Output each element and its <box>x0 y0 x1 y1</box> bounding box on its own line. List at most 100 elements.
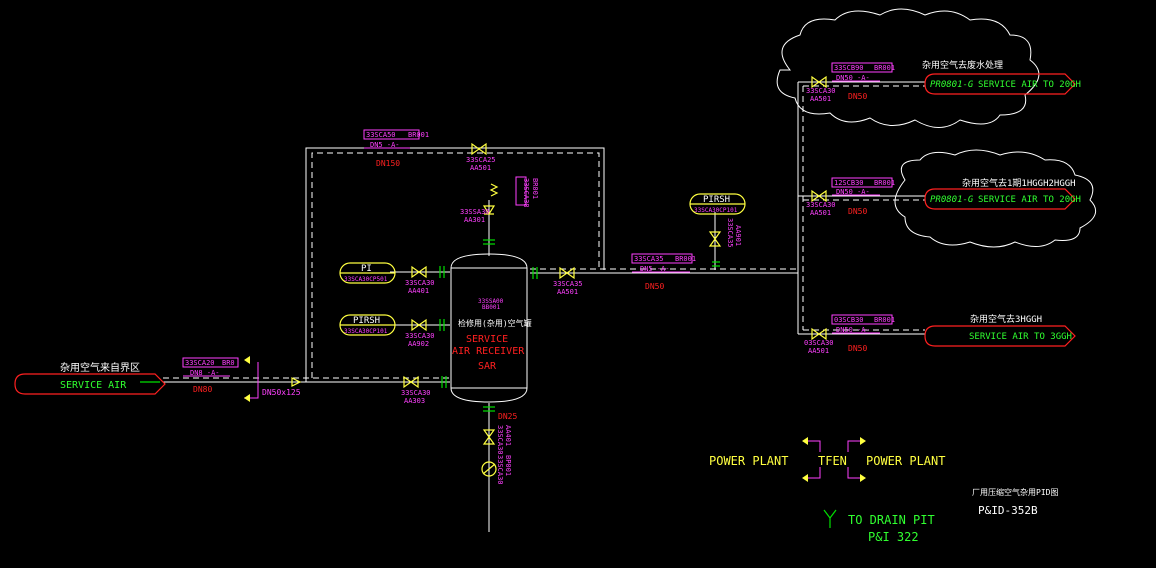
svg-text:AA902: AA902 <box>408 340 429 348</box>
svg-text:AA501: AA501 <box>810 209 831 217</box>
svg-text:33SCB90: 33SCB90 <box>834 64 864 72</box>
branch3-valve[interactable] <box>811 327 827 341</box>
drawing-cn-title: 厂用压缩空气杂用PID图 <box>972 487 1058 497</box>
pirsh2-root-valve[interactable] <box>708 231 722 247</box>
pirsh2-label: PIRSH <box>703 195 730 205</box>
branch3-connector[interactable] <box>924 325 1076 347</box>
relief-valve[interactable] <box>482 205 496 216</box>
svg-text:AA501: AA501 <box>810 95 831 103</box>
svg-text:BR001: BR001 <box>874 316 895 324</box>
branch1-valve[interactable] <box>811 75 827 89</box>
svg-text:33SCA30: 33SCA30 <box>806 87 836 95</box>
svg-text:DN5 -A-: DN5 -A- <box>640 265 670 273</box>
revision-cloud-1 <box>776 8 1040 128</box>
drain-size: DN25 <box>498 412 517 421</box>
legend-drain: TO DRAIN PIT <box>848 513 935 527</box>
svg-text:33SCA30: 33SCA30 <box>405 332 435 340</box>
outlet-line-tag: 33SCA35 <box>634 255 664 263</box>
svg-text:BR0: BR0 <box>222 359 235 367</box>
inlet-line-tag: 33SCA20 <box>185 359 215 367</box>
svg-text:33SCA35: 33SCA35 <box>726 218 734 248</box>
svg-text:DN50 -A-: DN50 -A- <box>836 188 870 196</box>
relief-valve-tag: 33SSA30 <box>460 208 490 216</box>
branch1-title: 杂用空气去废水处理 <box>922 59 1003 71</box>
bypass-valve-tag: 33SCA25 <box>466 156 496 164</box>
svg-text:12SCB30: 12SCB30 <box>834 179 864 187</box>
reducer-icon <box>291 377 302 387</box>
svg-text:AA303: AA303 <box>404 397 425 405</box>
branch3-dest: SERVICE AIR TO 3GGH <box>969 332 1072 342</box>
drain-valve[interactable] <box>482 429 496 445</box>
branch2-title: 杂用空气去1期1HGGH2HGGH <box>962 177 1076 189</box>
svg-text:SAR: SAR <box>478 361 497 372</box>
svg-text:DN50 -A-: DN50 -A- <box>836 326 870 334</box>
pi-root-valve[interactable] <box>411 265 427 279</box>
receiver-name: SERVICE <box>466 334 508 345</box>
inlet-connector[interactable] <box>14 373 166 395</box>
inlet-label: SERVICE AIR <box>60 380 127 391</box>
svg-text:DN50: DN50 <box>848 344 867 353</box>
inlet-size: DN80 <box>193 385 212 394</box>
legend-drain-ref: P&I 322 <box>868 530 919 544</box>
legend-right: POWER PLANT <box>866 454 945 468</box>
svg-text:BB001: BB001 <box>482 304 500 311</box>
receiver-tag: 33SSA00 <box>478 298 504 305</box>
drain-valve-tag: 33SCA30 <box>496 425 504 455</box>
branch1-connector[interactable] <box>924 73 1076 95</box>
svg-text:DN8 -A-: DN8 -A- <box>190 369 220 377</box>
inlet-valve[interactable] <box>403 375 419 389</box>
outlet-valve-tag: 33SCA35 <box>553 280 583 288</box>
steam-trap-icon[interactable] <box>481 461 497 477</box>
branch1-dest: SERVICE AIR TO 20GH <box>978 80 1081 90</box>
svg-text:03SCA30: 03SCA30 <box>804 339 834 347</box>
svg-text:BR001: BR001 <box>874 64 895 72</box>
bypass-size: DN150 <box>376 159 400 168</box>
outlet-valve[interactable] <box>559 266 575 280</box>
svg-text:AIR RECEIVER: AIR RECEIVER <box>452 346 525 357</box>
pirsh-label: PIRSH <box>353 316 380 326</box>
legend-left: POWER PLANT <box>709 454 788 468</box>
reducer-size: DN50x125 <box>262 388 301 397</box>
drain-pit-icon <box>823 509 837 528</box>
relief-vent-tag: 33SCA38 <box>522 178 530 208</box>
svg-text:33SCA30: 33SCA30 <box>405 279 435 287</box>
svg-text:BR001: BR001 <box>675 255 696 263</box>
branch2-valve[interactable] <box>811 189 827 203</box>
svg-text:AA301: AA301 <box>464 216 485 224</box>
outlet-size: DN50 <box>645 282 664 291</box>
drawing-number: P&ID-352B <box>978 504 1038 517</box>
pirsh-root-valve[interactable] <box>411 318 427 332</box>
svg-text:AA401: AA401 <box>504 425 512 446</box>
pi-label: PI <box>361 264 372 274</box>
legend-middle: TFEN <box>818 454 847 468</box>
inlet-title: 杂用空气来自界区 <box>60 361 140 374</box>
bypass-line-tag: 33SCA50 <box>366 131 396 139</box>
bypass-valve[interactable] <box>471 142 487 156</box>
svg-text:DN50: DN50 <box>848 92 867 101</box>
receiver-cn-label: 检修用(杂用)空气罐 <box>458 318 532 328</box>
svg-text:BR001: BR001 <box>531 178 539 199</box>
branch2-dest: SERVICE AIR TO 20GH <box>978 195 1081 205</box>
branch2-connector[interactable] <box>924 188 1076 210</box>
inlet-valve-tag: 33SCA30 <box>401 389 431 397</box>
svg-text:BP001: BP001 <box>504 455 512 476</box>
pirsh2-tag: 33SCA30CP101 <box>694 207 738 214</box>
svg-text:DN50: DN50 <box>848 207 867 216</box>
svg-text:03SCB30: 03SCB30 <box>834 316 864 324</box>
pirsh-tag: 33SCA30CP101 <box>344 328 388 335</box>
air-receiver-vessel[interactable] <box>450 253 528 403</box>
branch3-title: 杂用空气去3HGGH <box>970 313 1042 325</box>
svg-text:AA501: AA501 <box>808 347 829 355</box>
revision-cloud-2 <box>894 149 1097 248</box>
drain-trap-tag: 33SCA30 <box>496 455 504 485</box>
svg-text:DN50 -A-: DN50 -A- <box>836 74 870 82</box>
svg-text:BR001: BR001 <box>408 131 429 139</box>
svg-text:DN5 -A-: DN5 -A- <box>370 141 400 149</box>
svg-text:AA501: AA501 <box>557 288 578 296</box>
svg-text:AA901: AA901 <box>734 225 742 246</box>
svg-text:BR001: BR001 <box>874 179 895 187</box>
branch1-ref: PR0801-G <box>930 80 974 90</box>
svg-text:33SCA30: 33SCA30 <box>806 201 836 209</box>
branch2-ref: PR0801-G <box>930 195 974 205</box>
